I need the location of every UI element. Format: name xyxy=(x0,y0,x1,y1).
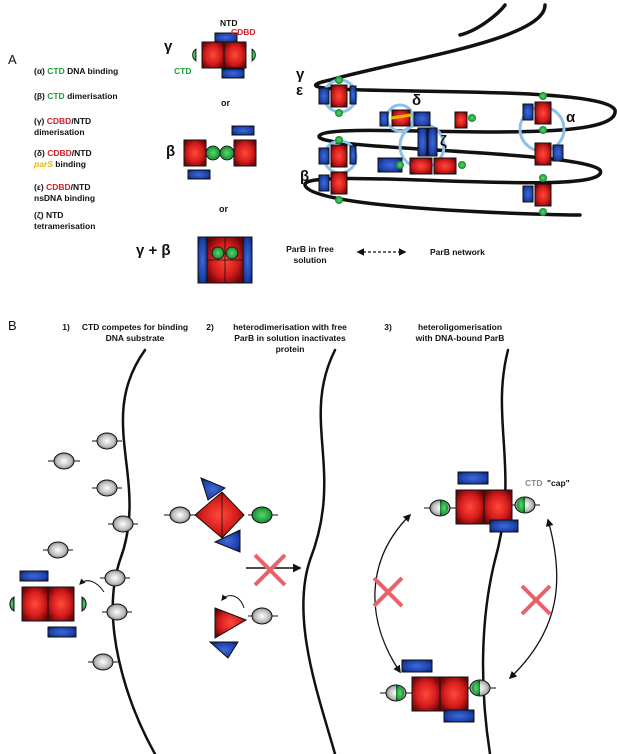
legend-item: (β) CTD dimerisation xyxy=(34,91,118,102)
cdbd-label: CDBD xyxy=(231,27,256,37)
ntd-label: NTD xyxy=(220,18,238,28)
legend-text: nsDNA binding xyxy=(34,193,96,203)
heading-1-num: 1) xyxy=(62,322,70,332)
legend-text: tetramerisation xyxy=(34,221,96,231)
beta-dimer-icon xyxy=(183,125,257,180)
cap-ctd-label: CTD xyxy=(525,478,543,488)
heterodimer-scenario2 xyxy=(164,477,302,659)
legend-text: CTD xyxy=(47,91,65,101)
or-1: or xyxy=(221,98,230,108)
net-zeta: ζ xyxy=(440,133,447,150)
mode-gamma-beta: γ + β xyxy=(136,242,171,259)
legend-item: (δ) CDBD/NTD parS binding xyxy=(34,148,92,170)
parb-dimer-scenario1 xyxy=(9,570,105,638)
legend-text: /NTD xyxy=(70,182,91,192)
legend-text: DNA binding xyxy=(64,66,119,76)
parb-network xyxy=(303,3,617,217)
cap-word-label: "cap" xyxy=(547,478,570,488)
legend-item: (α) CTD DNA binding xyxy=(34,66,118,77)
net-epsilon: ε xyxy=(296,82,304,99)
legend-text: dimerisation xyxy=(64,91,118,101)
legend-greek: (ε) xyxy=(34,182,47,192)
legend-greek: (β) xyxy=(34,91,48,101)
network-label: ParB network xyxy=(430,247,485,257)
legend-text: dimerisation xyxy=(34,127,85,137)
legend-text: CDBD xyxy=(46,116,72,126)
legend-greek: (ζ) xyxy=(34,210,46,220)
mode-gamma: γ xyxy=(164,38,173,55)
net-gamma: γ xyxy=(296,66,305,83)
legend-greek: (γ) xyxy=(34,116,47,126)
heading-1: CTD competes for binding DNA substrate xyxy=(81,322,189,343)
gamma-dimer-icon xyxy=(192,32,256,79)
mode-beta: β xyxy=(166,143,176,160)
heading-2-num: 2) xyxy=(206,322,214,332)
legend-text: NTD xyxy=(45,210,64,220)
heading-3-num: 3) xyxy=(384,322,392,332)
net-alpha: α xyxy=(566,109,576,126)
panel-a-letter: A xyxy=(8,52,17,67)
net-beta: β xyxy=(300,168,310,185)
network-proteins xyxy=(318,76,564,216)
net-delta: δ xyxy=(412,92,422,109)
gamma-beta-tetramer-icon xyxy=(197,236,253,284)
legend-greek: (δ) xyxy=(34,148,48,158)
legend-text: CTD xyxy=(47,66,65,76)
free-solution-label: ParB in free solution xyxy=(286,244,334,265)
legend-greek: (α) xyxy=(34,66,48,76)
legend-text: CDBD xyxy=(47,148,72,158)
legend-text: binding xyxy=(52,159,86,169)
heterooligomer-scenario3 xyxy=(372,471,558,723)
ctd-beads-scenario1 xyxy=(43,432,138,671)
legend-text: parS xyxy=(34,159,53,169)
heading-3: heteroligomerisation with DNA-bound ParB xyxy=(415,322,505,343)
ctd-label: CTD xyxy=(174,66,192,76)
or-2: or xyxy=(219,204,228,214)
legend-text: /NTD xyxy=(71,116,92,126)
heading-2: heterodimerisation with free ParB in sol… xyxy=(233,322,347,354)
legend-text: /NTD xyxy=(71,148,92,158)
panel-b-letter: B xyxy=(8,318,17,333)
legend-text: CDBD xyxy=(46,182,71,192)
